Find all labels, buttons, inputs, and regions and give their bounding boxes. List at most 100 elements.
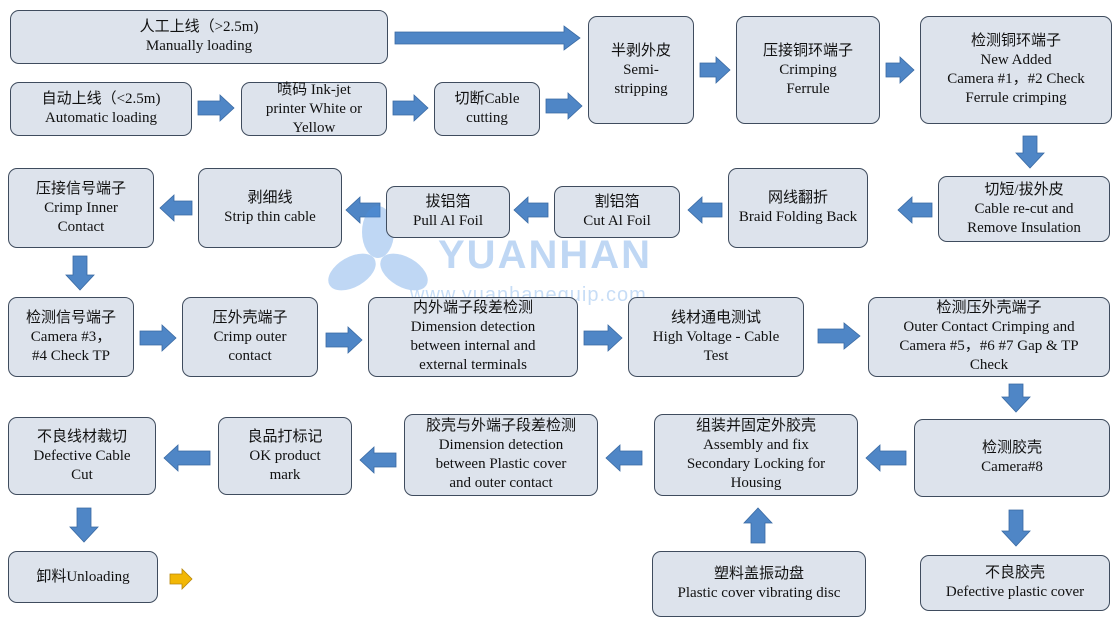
- step-label-zh: 压外壳端子: [212, 309, 288, 326]
- step-label-en: Pull Al Foil: [412, 213, 484, 229]
- step-label-zh: 自动上线（<2.5m): [41, 91, 161, 107]
- arrow-defective-cut-to-unloading: [69, 507, 99, 543]
- step-label-en: Dimension detection: [410, 319, 536, 335]
- step-crimp-ferrule: 压接铜环端子 Crimping Ferrule: [736, 16, 880, 124]
- step-manual-loading: 人工上线（>2.5m) Manually loading: [10, 10, 388, 64]
- step-vibrating-disc: 塑料盖振动盘 Plastic cover vibrating disc: [652, 551, 866, 617]
- arrow-housing-to-assembly: [865, 444, 907, 472]
- step-label-en: stripping: [614, 80, 668, 97]
- arrow-vibrating-to-assembly: [743, 507, 773, 544]
- step-label-zh: 切短/拔外皮: [984, 181, 1064, 198]
- step-defective-cut: 不良线材裁切 Defective Cable Cut: [8, 417, 156, 495]
- arrow-assembly-to-dimension-plastic: [605, 444, 643, 472]
- step-label-en: Camera#8: [981, 459, 1043, 475]
- step-label-en: Plastic cover vibrating disc: [677, 585, 841, 601]
- step-dimension-internal: 内外端子段差检测 Dimension detection between int…: [368, 297, 578, 377]
- step-check-ferrule: 检测铜环端子 New Added Camera #1，#2 Check Ferr…: [920, 16, 1112, 124]
- step-label-en: Automatic loading: [44, 110, 158, 126]
- step-label-zh: 检测信号端子: [25, 309, 116, 326]
- step-label-en: Remove Insulation: [967, 219, 1081, 236]
- step-label-en: between internal and: [410, 338, 536, 354]
- step-pull-foil: 拔铝箔 Pull Al Foil: [386, 186, 510, 238]
- step-label-en: #4 Check TP: [31, 347, 111, 364]
- step-hv-test: 线材通电测试 High Voltage - Cable Test: [628, 297, 804, 377]
- arrow-check-outer-to-housing: [1001, 383, 1031, 413]
- step-inkjet: 喷码 Ink-jet printer White or Yellow: [241, 82, 387, 136]
- step-label-zh: 检测压外壳端子: [936, 300, 1042, 316]
- step-label-en: Camera #3，: [30, 328, 112, 345]
- step-label-zh: 胶壳与外端子段差检测: [425, 418, 576, 434]
- step-label-en: Camera #5，#6 #7 Gap & TP: [899, 338, 1079, 354]
- step-label-zh: 组装并固定外胶壳: [695, 418, 816, 434]
- step-cable-recut: 切短/拔外皮 Cable re-cut and Remove Insulatio…: [938, 176, 1110, 242]
- step-strip-thin: 剥细线 Strip thin cable: [198, 168, 342, 248]
- step-label-zh: 网线翻折: [767, 190, 828, 206]
- arrow-housing-to-defective-cover: [1001, 509, 1031, 547]
- step-label-en: mark: [269, 466, 301, 483]
- step-crimp-outer: 压外壳端子 Crimp outer contact: [182, 297, 318, 377]
- step-label-zh: 人工上线（>2.5m): [139, 19, 259, 35]
- arrow-recut-to-braid: [897, 196, 933, 224]
- step-label-en: Ferrule crimping: [965, 90, 1067, 106]
- step-label-en: Outer Contact Crimping and: [903, 319, 1075, 335]
- step-label-en: printer White or: [265, 100, 363, 117]
- arrow-crimp-inner-to-check-signal: [65, 255, 95, 291]
- step-cutting: 切断Cable cutting: [434, 82, 540, 136]
- step-crimp-inner: 压接信号端子 Crimp Inner Contact: [8, 168, 154, 248]
- step-label-en: Assembly and fix: [703, 437, 809, 453]
- arrow-check-to-recut: [1015, 135, 1045, 169]
- step-label-en: Defective plastic cover: [945, 584, 1085, 600]
- step-label-zh: 不良线材裁切: [36, 428, 127, 445]
- step-label-zh: 卸料Unloading: [36, 568, 130, 585]
- step-label-en: Cable re-cut and: [974, 200, 1074, 217]
- step-label-en: Ferrule: [786, 80, 830, 97]
- step-assembly: 组装并固定外胶壳 Assembly and fix Secondary Lock…: [654, 414, 858, 496]
- step-auto-loading: 自动上线（<2.5m) Automatic loading: [10, 82, 192, 136]
- step-label-zh: 压接铜环端子: [762, 42, 853, 59]
- step-label-zh: 线材通电测试: [670, 309, 761, 326]
- step-label-en: New Added: [980, 52, 1052, 68]
- step-label-zh: 拔铝箔: [425, 194, 471, 210]
- arrow-check-signal-to-crimp-outer: [139, 324, 177, 352]
- arrow-cut-foil-to-pull-foil: [513, 196, 549, 224]
- step-check-housing: 检测胶壳 Camera#8: [914, 419, 1110, 497]
- step-label-zh: 压接信号端子: [35, 180, 126, 197]
- arrow-crimp-outer-to-dimension: [325, 326, 363, 354]
- step-dimension-plastic: 胶壳与外端子段差检测 Dimension detection between P…: [404, 414, 598, 496]
- step-label-en: High Voltage - Cable: [652, 328, 780, 345]
- arrow-auto-to-inkjet: [197, 94, 235, 122]
- arrow-hv-to-check-outer: [817, 322, 861, 350]
- step-label-zh: 塑料盖振动盘: [713, 566, 804, 582]
- step-label-en: Manually loading: [145, 38, 253, 54]
- step-label-en: cutting: [466, 110, 508, 126]
- arrow-pull-foil-to-strip: [345, 196, 381, 224]
- step-label-en: Crimp outer: [213, 328, 287, 345]
- step-label-zh: 内外端子段差检测: [412, 300, 533, 316]
- step-label-zh: 良品打标记: [247, 428, 323, 445]
- step-label-zh: 剥细线: [247, 190, 293, 206]
- step-defective-cover: 不良胶壳 Defective plastic cover: [920, 555, 1110, 611]
- step-label-en: contact: [228, 347, 272, 364]
- step-label-en: Cut: [71, 466, 93, 483]
- step-label-en: Housing: [730, 475, 782, 491]
- arrow-dimension-plastic-to-ok: [359, 446, 397, 474]
- step-label-en: between Plastic cover: [435, 456, 567, 472]
- arrow-cutting-to-semi: [545, 92, 583, 120]
- step-label-en: Dimension detection: [438, 437, 564, 453]
- arrow-unloading-exit: [169, 568, 193, 590]
- step-check-signal: 检测信号端子 Camera #3， #4 Check TP: [8, 297, 134, 377]
- arrow-ok-to-defective-cut: [163, 444, 211, 472]
- arrow-crimp-to-check-ferrule: [885, 56, 915, 84]
- step-label-en: Check: [969, 357, 1009, 373]
- step-label-zh: 半剥外皮: [610, 42, 671, 59]
- step-label-en: Semi-: [623, 61, 659, 78]
- step-label-zh: 不良胶壳: [984, 565, 1045, 581]
- step-label-en: Test: [703, 347, 729, 364]
- step-label-en: OK product: [249, 447, 321, 464]
- step-label-en: and outer contact: [449, 475, 553, 491]
- step-label-en: Strip thin cable: [224, 209, 316, 225]
- arrow-semi-to-crimp-ferrule: [699, 56, 731, 84]
- arrow-strip-to-crimp-inner: [159, 194, 193, 222]
- step-label-en: Camera #1，#2 Check: [947, 71, 1085, 87]
